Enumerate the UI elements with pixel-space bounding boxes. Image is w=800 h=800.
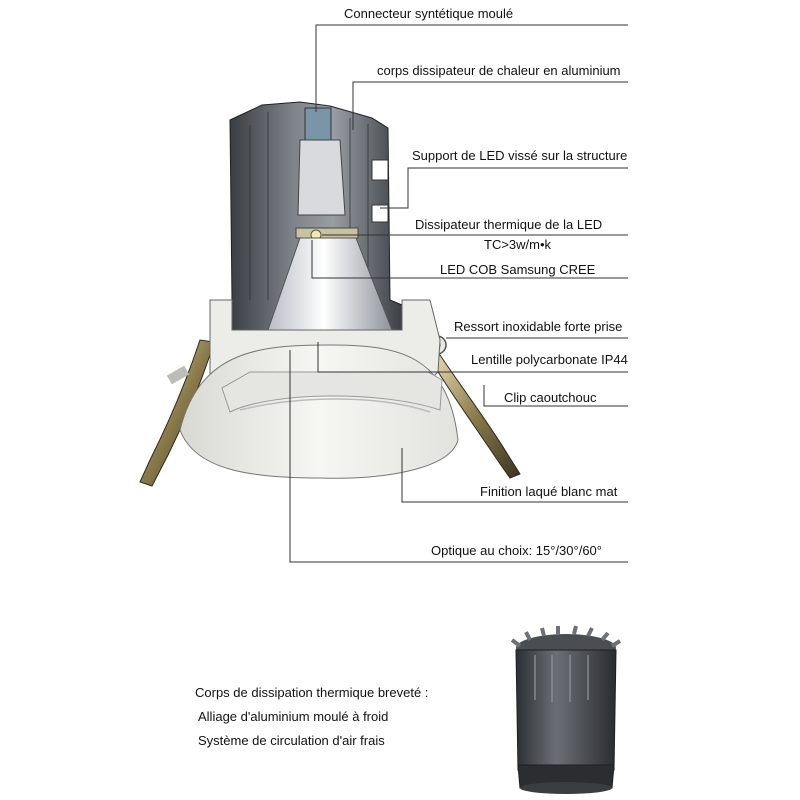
fixture-illustration <box>139 101 521 487</box>
leader-optique <box>289 350 628 563</box>
label-optique: Optique au choix: 15°/30°/60° <box>431 543 602 558</box>
label-ressort: Ressort inoxidable forte prise <box>454 319 623 334</box>
label-support: Support de LED vissé sur la structure <box>412 148 628 163</box>
label-corps: corps dissipateur de chaleur en aluminiu… <box>377 63 621 78</box>
label-tc: TC>3w/m•k <box>484 237 552 252</box>
leader-lentille <box>317 342 628 373</box>
leader-lines <box>289 24 628 563</box>
connector-block <box>304 107 332 141</box>
label-clip: Clip caoutchouc <box>504 390 597 405</box>
leader-finition <box>401 448 628 503</box>
label-dissipateur: Dissipateur thermique de la LED <box>415 217 603 232</box>
leader-corps <box>352 81 628 130</box>
heatsink-line-1: Alliage d'aluminium moulé à froid <box>198 709 389 724</box>
label-led: LED COB Samsung CREE <box>440 262 596 277</box>
label-connecteur: Connecteur syntétique moulé <box>344 6 514 21</box>
heatsink-heading: Corps de dissipation thermique breveté : <box>195 685 429 700</box>
left-spring-clip <box>139 339 215 487</box>
leader-led <box>311 240 628 279</box>
leader-connecteur <box>315 24 628 112</box>
led-board <box>295 227 359 239</box>
trim-ring <box>179 344 459 479</box>
heatsink-photo <box>510 625 622 794</box>
heatsink-line-2: Système de circulation d'air frais <box>198 733 385 748</box>
leader-clip <box>483 385 628 407</box>
right-spring-clip <box>431 354 521 479</box>
leader-support <box>380 167 628 209</box>
label-lentille: Lentille polycarbonate IP44 <box>471 352 628 367</box>
label-finition: Finition laqué blanc mat <box>480 484 618 499</box>
